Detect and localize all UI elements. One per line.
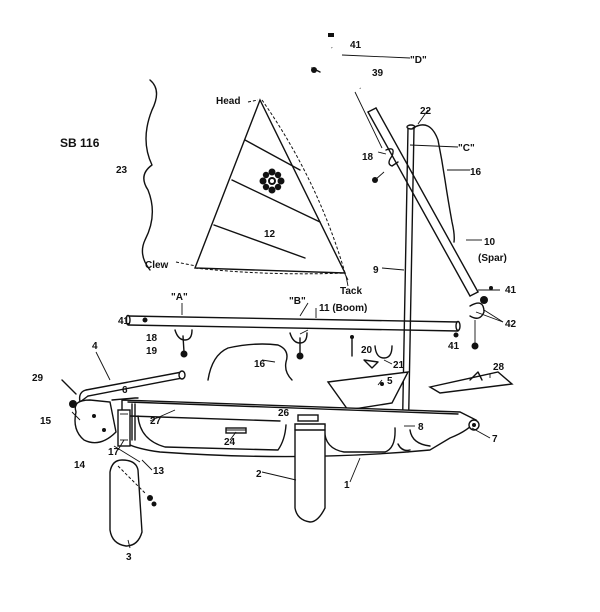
bow-fitting-7 [468,419,491,439]
label-clew: Clew [145,260,169,271]
label-41-left: 41 [118,316,130,327]
label-sb116: SB 116 [60,136,100,150]
label-19: 19 [146,346,158,357]
label-4: 4 [92,341,98,352]
label-17: 17 [108,447,120,458]
daggerboard [294,423,326,523]
label-12: 12 [264,229,276,240]
halyard-line [412,124,455,243]
label-22: 22 [420,106,432,117]
label-21: 21 [393,360,405,371]
label-6: 6 [122,385,128,396]
label-8: 8 [418,422,424,433]
clew-leader [175,261,197,267]
sail-group-bracket [141,79,158,271]
label-d: "D" [410,55,427,66]
label-26: 26 [278,408,290,419]
label-41-boom-right: 41 [448,341,460,352]
part-28 [428,371,514,394]
label-c: "C" [458,143,475,154]
mast-top-section [311,33,411,89]
label-14: 14 [74,460,86,471]
label-41-top: 41 [350,40,362,51]
label-tack: Tack [340,286,362,297]
label-9: 9 [373,265,379,276]
label-20: 20 [361,345,373,356]
mainsheet-line [207,343,293,381]
label-42: 42 [505,319,517,330]
label-15: 15 [40,416,52,427]
label-41-right: 41 [505,285,517,296]
rudder-blade [109,459,157,547]
sail-emblem [259,168,285,194]
label-39: 39 [372,68,384,79]
label-spar: (Spar) [478,253,507,264]
label-16-lower: 16 [254,359,266,370]
label-3: 3 [126,552,132,563]
deck-plate-5 [326,371,410,417]
label-a: "A" [171,292,188,303]
label-28: 28 [493,362,505,373]
boom-fitting-b [289,332,308,360]
tiller [78,351,186,403]
hook-18-upper [385,148,399,167]
label-16-upper: 16 [470,167,482,178]
label-5: 5 [387,376,393,387]
label-boom: 11 (Boom) [319,303,367,314]
label-27: 27 [150,416,162,427]
label-1: 1 [344,480,350,491]
label-7: 7 [492,434,498,445]
label-18-upper: 18 [362,152,374,163]
fitting-20 [374,345,393,359]
label-18-lower: 18 [146,333,158,344]
spar [367,107,479,297]
rudder-head [74,399,117,444]
label-b: "B" [289,296,306,307]
label-head: Head [216,96,240,107]
label-2: 2 [256,469,262,480]
tiller-extension-6 [111,397,139,401]
bolt-29 [61,379,77,408]
spar-fitting-42 [469,289,504,350]
sail [193,98,347,275]
label-29: 29 [32,373,44,384]
label-23: 23 [116,165,128,176]
label-10: 10 [484,237,496,248]
handle-24 [225,427,247,434]
label-24: 24 [224,437,236,448]
head-leader [247,99,259,103]
label-13: 13 [153,466,165,477]
boom-fitting-a [174,329,193,358]
boom [125,314,461,332]
